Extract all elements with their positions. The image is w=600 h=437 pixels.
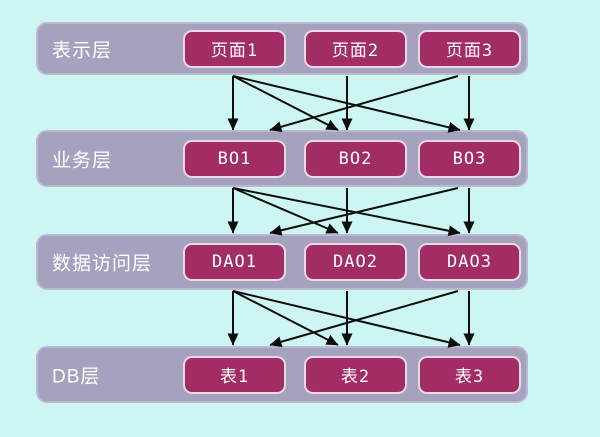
- arrow-dao3-to-table1: [269, 290, 459, 348]
- node-page2: 页面2: [304, 29, 407, 68]
- node-bo3: BO3: [418, 139, 521, 178]
- arrow-dao1-to-table2: [232, 290, 339, 346]
- layer-presentation: 表示层 页面1 页面2 页面3: [36, 22, 528, 75]
- node-dao1: DAO1: [183, 243, 286, 281]
- node-page3: 页面3: [418, 29, 521, 68]
- arrow-page1-to-bo3: [232, 75, 461, 133]
- arrow-page3-to-bo1: [269, 75, 459, 133]
- arrow-bo1-to-dao2: [232, 187, 339, 234]
- node-bo2: BO2: [304, 139, 407, 178]
- node-page1: 页面1: [183, 29, 286, 68]
- node-table1: 表1: [183, 355, 286, 394]
- arrow-dao1-to-table3: [232, 290, 461, 348]
- arrow-bo3-to-dao1: [269, 187, 459, 236]
- arrow-page1-to-bo2: [232, 75, 339, 131]
- layer-db-label: DB层: [52, 366, 101, 387]
- arrow-bo1-to-dao3: [232, 187, 461, 237]
- node-dao3: DAO3: [418, 243, 521, 281]
- layer-data-access-label: 数据访问层: [52, 253, 153, 275]
- node-table2: 表2: [304, 355, 407, 394]
- layer-presentation-label: 表示层: [52, 40, 113, 61]
- layer-business: 业务层 BO1 BO2 BO3: [36, 130, 528, 187]
- layer-business-label: 业务层: [52, 150, 113, 171]
- layer-db: DB层 表1 表2 表3: [36, 346, 528, 403]
- node-bo1: BO1: [183, 139, 286, 178]
- node-dao2: DAO2: [304, 243, 407, 281]
- layer-data-access: 数据访问层 DAO1 DAO2 DAO3: [36, 234, 528, 290]
- node-table3: 表3: [418, 355, 521, 394]
